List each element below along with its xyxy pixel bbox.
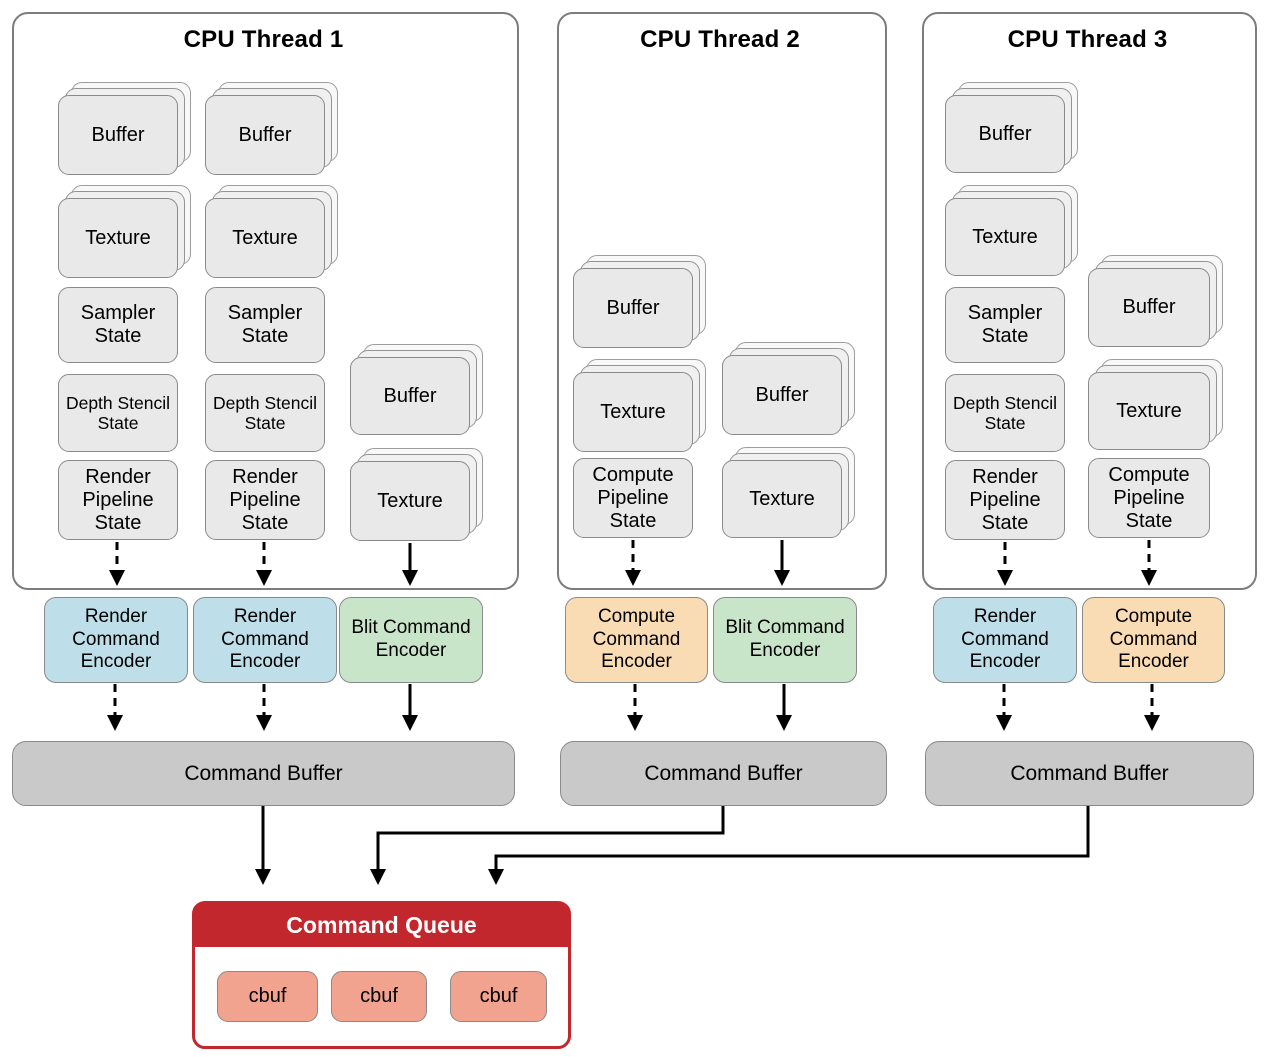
compute-pipeline-state-box: Compute Pipeline State bbox=[573, 458, 693, 538]
render-command-encoder: Render Command Encoder bbox=[193, 597, 337, 683]
compute-pipeline-state-box: Compute Pipeline State bbox=[1088, 458, 1210, 538]
compute-pipeline-state-label: Compute Pipeline State bbox=[1088, 458, 1210, 538]
command-queue: Command Queue cbuf cbuf cbuf bbox=[192, 901, 571, 1049]
blit-command-encoder: Blit Command Encoder bbox=[713, 597, 857, 683]
texture-stack: Texture bbox=[58, 198, 178, 278]
cpu-thread-2-title: CPU Thread 2 bbox=[640, 26, 800, 53]
texture-label: Texture bbox=[205, 198, 325, 278]
texture-label: Texture bbox=[945, 198, 1065, 276]
depth-stencil-state-box: Depth Stencil State bbox=[945, 374, 1065, 452]
render-pipeline-state-box: Render Pipeline State bbox=[945, 460, 1065, 540]
arrow-cb3-to-queue bbox=[488, 806, 1090, 885]
cpu-thread-3-title: CPU Thread 3 bbox=[1007, 26, 1168, 53]
render-pipeline-state-label: Render Pipeline State bbox=[945, 460, 1065, 540]
render-command-encoder: Render Command Encoder bbox=[933, 597, 1077, 683]
cbuf-box: cbuf bbox=[331, 971, 427, 1022]
compute-command-encoder: Compute Command Encoder bbox=[1082, 597, 1225, 683]
render-pipeline-state-label: Render Pipeline State bbox=[58, 460, 178, 540]
texture-label: Texture bbox=[722, 460, 842, 538]
depth-stencil-state-box: Depth Stencil State bbox=[58, 374, 178, 452]
buffer-label: Buffer bbox=[58, 95, 178, 175]
command-queue-header: Command Queue bbox=[194, 903, 569, 947]
sampler-state-box: Sampler State bbox=[58, 287, 178, 363]
cbuf-box: cbuf bbox=[450, 971, 547, 1022]
render-pipeline-state-label: Render Pipeline State bbox=[205, 460, 325, 540]
buffer-stack: Buffer bbox=[945, 95, 1065, 173]
buffer-stack: Buffer bbox=[722, 355, 842, 435]
render-command-encoder: Render Command Encoder bbox=[44, 597, 188, 683]
texture-label: Texture bbox=[350, 461, 470, 541]
blit-command-encoder: Blit Command Encoder bbox=[339, 597, 483, 683]
texture-stack: Texture bbox=[350, 461, 470, 541]
sampler-state-label: Sampler State bbox=[58, 287, 178, 363]
buffer-label: Buffer bbox=[722, 355, 842, 435]
compute-command-encoder: Compute Command Encoder bbox=[565, 597, 708, 683]
texture-stack: Texture bbox=[722, 460, 842, 538]
buffer-stack: Buffer bbox=[350, 357, 470, 435]
texture-stack: Texture bbox=[573, 372, 693, 452]
buffer-stack: Buffer bbox=[573, 268, 693, 348]
texture-stack: Texture bbox=[205, 198, 325, 278]
command-buffer-2: Command Buffer bbox=[560, 741, 887, 806]
depth-stencil-state-label: Depth Stencil State bbox=[58, 374, 178, 452]
buffer-label: Buffer bbox=[350, 357, 470, 435]
command-buffer-1: Command Buffer bbox=[12, 741, 515, 806]
texture-label: Texture bbox=[58, 198, 178, 278]
compute-pipeline-state-label: Compute Pipeline State bbox=[573, 458, 693, 538]
texture-stack: Texture bbox=[945, 198, 1065, 276]
buffer-label: Buffer bbox=[573, 268, 693, 348]
texture-label: Texture bbox=[573, 372, 693, 452]
depth-stencil-state-label: Depth Stencil State bbox=[205, 374, 325, 452]
buffer-stack: Buffer bbox=[205, 95, 325, 175]
sampler-state-box: Sampler State bbox=[945, 287, 1065, 363]
buffer-stack: Buffer bbox=[58, 95, 178, 175]
sampler-state-box: Sampler State bbox=[205, 287, 325, 363]
render-pipeline-state-box: Render Pipeline State bbox=[58, 460, 178, 540]
render-pipeline-state-box: Render Pipeline State bbox=[205, 460, 325, 540]
buffer-label: Buffer bbox=[1088, 268, 1210, 347]
cbuf-box: cbuf bbox=[217, 971, 318, 1022]
buffer-stack: Buffer bbox=[1088, 268, 1210, 347]
command-buffer-3: Command Buffer bbox=[925, 741, 1254, 806]
texture-label: Texture bbox=[1088, 372, 1210, 450]
depth-stencil-state-label: Depth Stencil State bbox=[945, 374, 1065, 452]
depth-stencil-state-box: Depth Stencil State bbox=[205, 374, 325, 452]
sampler-state-label: Sampler State bbox=[945, 287, 1065, 363]
sampler-state-label: Sampler State bbox=[205, 287, 325, 363]
arrow-cb2-to-queue bbox=[370, 806, 725, 885]
buffer-label: Buffer bbox=[205, 95, 325, 175]
buffer-label: Buffer bbox=[945, 95, 1065, 173]
cpu-thread-1-title: CPU Thread 1 bbox=[183, 26, 344, 53]
texture-stack: Texture bbox=[1088, 372, 1210, 450]
